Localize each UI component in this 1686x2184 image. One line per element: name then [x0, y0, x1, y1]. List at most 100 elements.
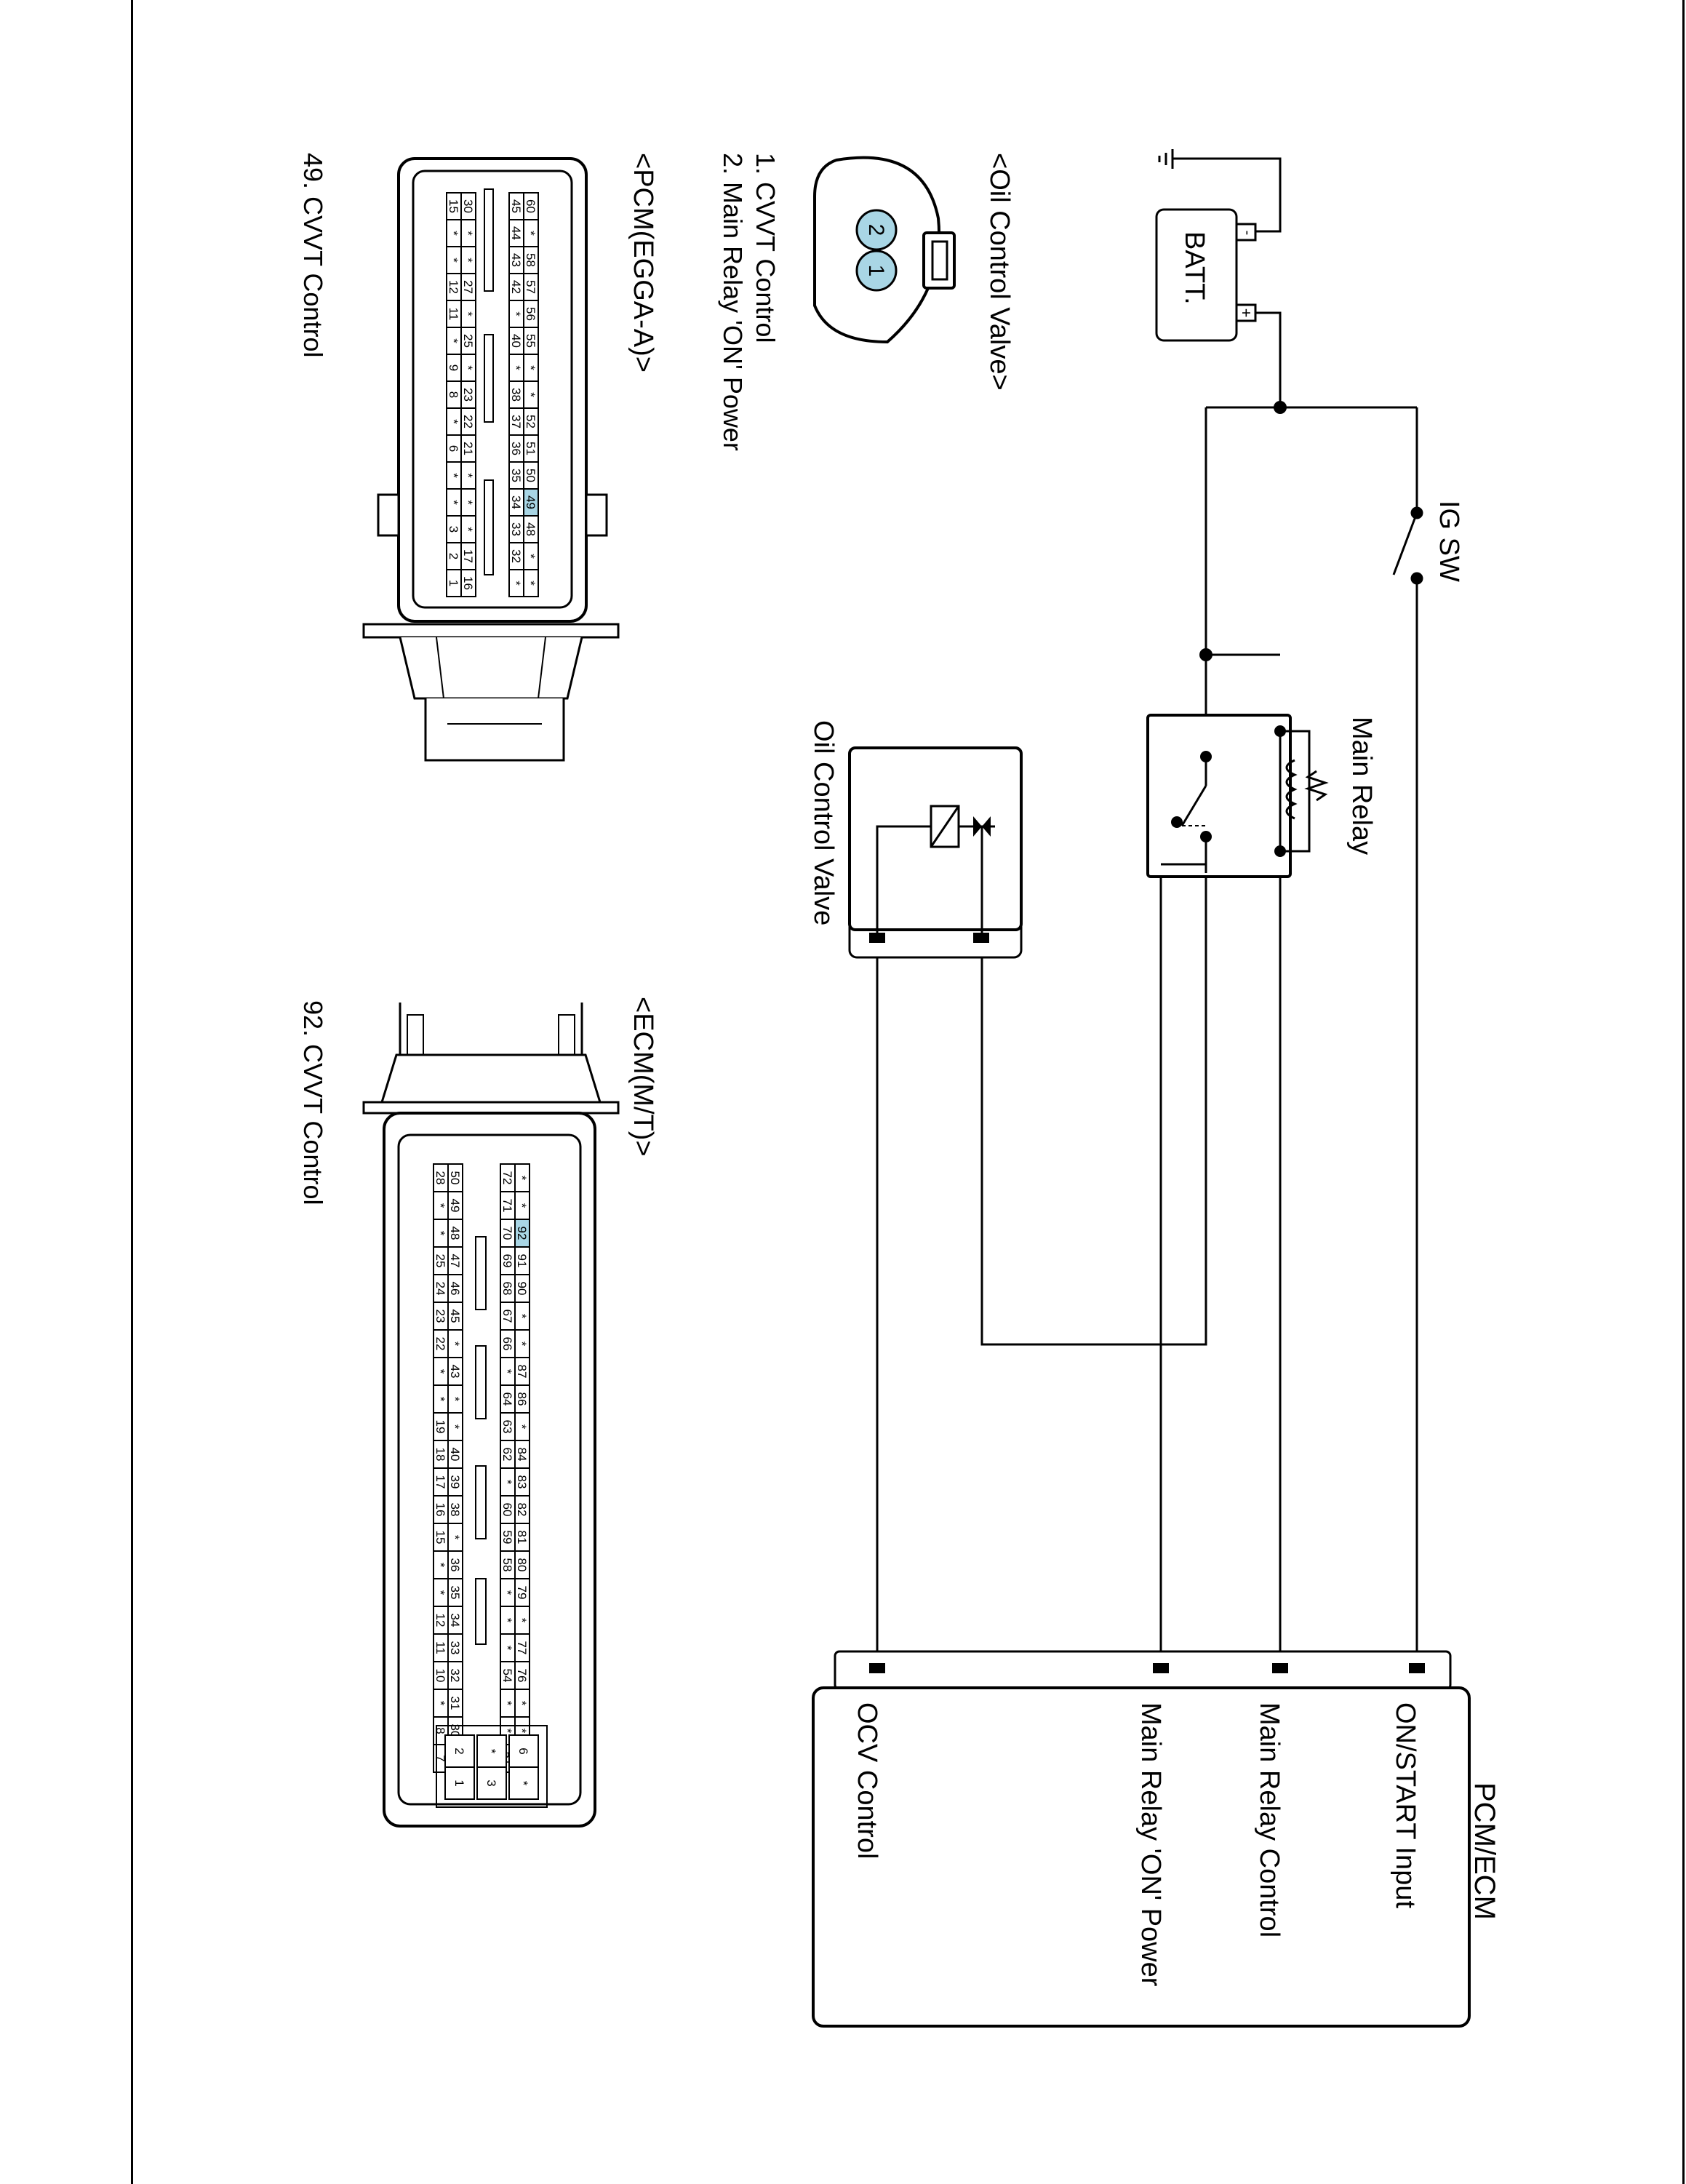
pin-label: 47 — [448, 1254, 462, 1268]
pin-label: 25 — [434, 1254, 447, 1268]
pin-label: * — [447, 258, 460, 263]
pin-label: 2 — [447, 553, 460, 559]
pin-label: 8 — [434, 1727, 447, 1734]
pin-label: 83 — [515, 1475, 529, 1489]
pin-label: 55 — [524, 334, 538, 348]
pin-label: * — [515, 1176, 529, 1181]
pin-label: 60 — [500, 1503, 514, 1517]
pin-label: 8 — [447, 391, 460, 398]
pin-label: * — [434, 1397, 447, 1402]
pin-label: 51 — [524, 442, 538, 455]
pin-label: 72 — [500, 1171, 514, 1185]
pin-label: * — [448, 1342, 462, 1347]
pin-label: 34 — [509, 495, 523, 509]
pin-label: 59 — [500, 1531, 514, 1545]
ocv-label: Oil Control Valve — [808, 720, 839, 925]
pin-label: * — [448, 1535, 462, 1540]
pin-label: * — [516, 1781, 530, 1786]
pcm-pin-grid: 60*58575655**5251504948**45444342*40*383… — [446, 192, 539, 597]
ocv-connector-title: <Oil Control Valve> — [984, 153, 1015, 391]
pin-label: 45 — [509, 199, 523, 213]
battery: - + BATT. — [1155, 208, 1257, 342]
pin-label: 69 — [500, 1254, 514, 1268]
pin-label: 50 — [448, 1171, 462, 1185]
ground-icon — [1158, 149, 1174, 169]
pin-label: 27 — [461, 280, 475, 294]
pin-label: * — [447, 231, 460, 236]
pin-label: * — [515, 1729, 529, 1734]
pin-label: * — [500, 1646, 514, 1651]
pin-label: 39 — [448, 1475, 462, 1489]
pin-label: 56 — [524, 307, 538, 321]
pin-label: 77 — [515, 1641, 529, 1655]
ocv-legend-2: 2. Main Relay 'ON' Power — [718, 153, 748, 451]
pin-label: * — [447, 419, 460, 424]
main-relay-label: Main Relay — [1346, 717, 1377, 855]
pin-cell — [446, 569, 462, 597]
pin-label: 45 — [448, 1310, 462, 1323]
ecm-connector-title: <ECM(M/T)> — [628, 997, 658, 1157]
pin-label: 52 — [524, 415, 538, 429]
pin-label: 37 — [509, 415, 523, 429]
pin-on-start-input: ON/START Input — [1390, 1702, 1421, 1908]
pcm-connector-title: <PCM(EGGA-A)> — [628, 153, 658, 372]
pin-cell — [508, 1766, 539, 1800]
pin-label: 34 — [448, 1614, 462, 1627]
pin-label: 43 — [448, 1365, 462, 1379]
pin-label: 54 — [500, 1669, 514, 1683]
pin-label: 16 — [434, 1503, 447, 1517]
pcm-connector-caption: 49. CVVT Control — [298, 153, 328, 357]
pin-label: * — [434, 1231, 447, 1236]
pin-label: * — [461, 473, 475, 478]
pin-label: * — [500, 1590, 514, 1595]
pin-label: * — [524, 365, 538, 370]
pin-label: * — [500, 1369, 514, 1374]
pin-label: 31 — [448, 1697, 462, 1710]
pin-label: 1 — [452, 1780, 466, 1786]
pin-label: 44 — [509, 226, 523, 240]
pin-label: 67 — [500, 1310, 514, 1323]
pin-label: 35 — [509, 469, 523, 482]
battery-minus-label: - — [1239, 231, 1255, 236]
pin-label: 23 — [461, 388, 475, 402]
battery-plus-label: + — [1237, 308, 1255, 318]
pin-main-relay-on-power: Main Relay 'ON' Power — [1135, 1702, 1166, 1987]
pin-label: * — [434, 1701, 447, 1706]
pin-cell — [444, 1766, 475, 1800]
pin-label: 68 — [500, 1282, 514, 1296]
pin-label: * — [447, 500, 460, 505]
pin-label: 17 — [461, 549, 475, 563]
pin-label: * — [447, 338, 460, 343]
pin-label: 12 — [434, 1614, 447, 1627]
pin-label: 25 — [461, 334, 475, 348]
pin-label: 2 — [452, 1747, 466, 1754]
pin-label: 40 — [448, 1448, 462, 1462]
pin-label: * — [461, 500, 475, 505]
pin-cell — [476, 1766, 507, 1800]
pin-label: * — [509, 311, 523, 316]
ecm-pin-grid: **929190**8786*848382818079*7776**737271… — [433, 1163, 530, 1773]
pin-label: 36 — [448, 1558, 462, 1572]
ocv-connector-face: 2 1 — [813, 156, 956, 344]
main-relay — [1146, 714, 1329, 878]
ocv-legend-1: 1. CVVT Control — [751, 153, 780, 343]
ecm-small-pin-block: 6**321 — [436, 1725, 548, 1808]
pin-label: 9 — [447, 364, 460, 371]
oil-control-valve — [848, 746, 1023, 959]
pin-label: * — [524, 231, 538, 236]
pcm-ecm-module — [812, 1650, 1471, 2028]
pin-label: * — [500, 1701, 514, 1706]
pin-label: 86 — [515, 1392, 529, 1406]
pin-label: * — [500, 1729, 514, 1734]
pin-label: 28 — [434, 1171, 447, 1185]
pin-label: 32 — [509, 549, 523, 563]
pin-label: 79 — [515, 1586, 529, 1600]
pin-label: * — [434, 1203, 447, 1208]
pin-label: 50 — [524, 469, 538, 482]
pin-label: 22 — [434, 1337, 447, 1351]
pin-label: 64 — [500, 1392, 514, 1406]
pin-label: 12 — [447, 280, 460, 294]
pin-label: 66 — [500, 1337, 514, 1351]
page-frame — [131, 0, 1685, 2184]
pin-label: 6 — [516, 1747, 530, 1754]
